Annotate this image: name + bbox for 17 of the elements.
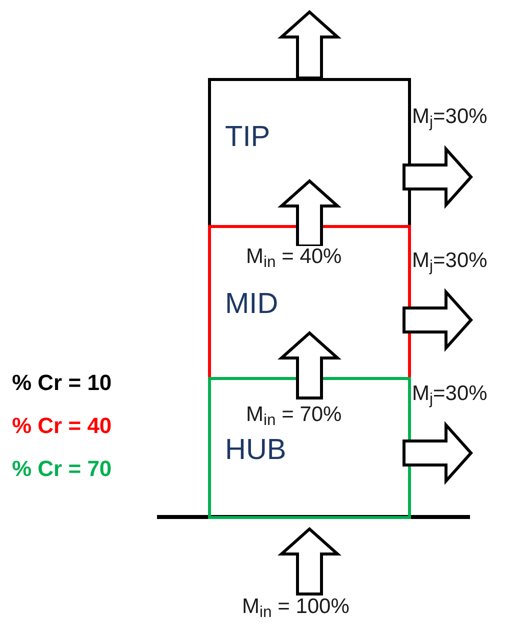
- block-arrow: [402, 288, 474, 352]
- section-label: MID: [225, 290, 278, 319]
- edge-label: M$_{in}$ = 70%: [246, 404, 342, 425]
- block-arrow: [402, 145, 474, 209]
- edge-label: M$_{in}$ = 100%: [242, 596, 350, 617]
- legend-entry: % Cr = 70: [12, 458, 112, 480]
- edge-label: M$_{in}$ = 40%: [246, 246, 342, 267]
- block-arrow: [278, 178, 342, 248]
- blade-section-box: [208, 377, 411, 519]
- section-label: HUB: [225, 436, 286, 465]
- section-label: TIP: [225, 123, 270, 152]
- block-arrow: [278, 526, 342, 596]
- block-arrow: [278, 10, 342, 80]
- block-arrow: [278, 330, 342, 400]
- block-arrow: [402, 421, 474, 485]
- legend-entry: % Cr = 10: [12, 372, 112, 394]
- legend-entry: % Cr = 40: [12, 415, 112, 437]
